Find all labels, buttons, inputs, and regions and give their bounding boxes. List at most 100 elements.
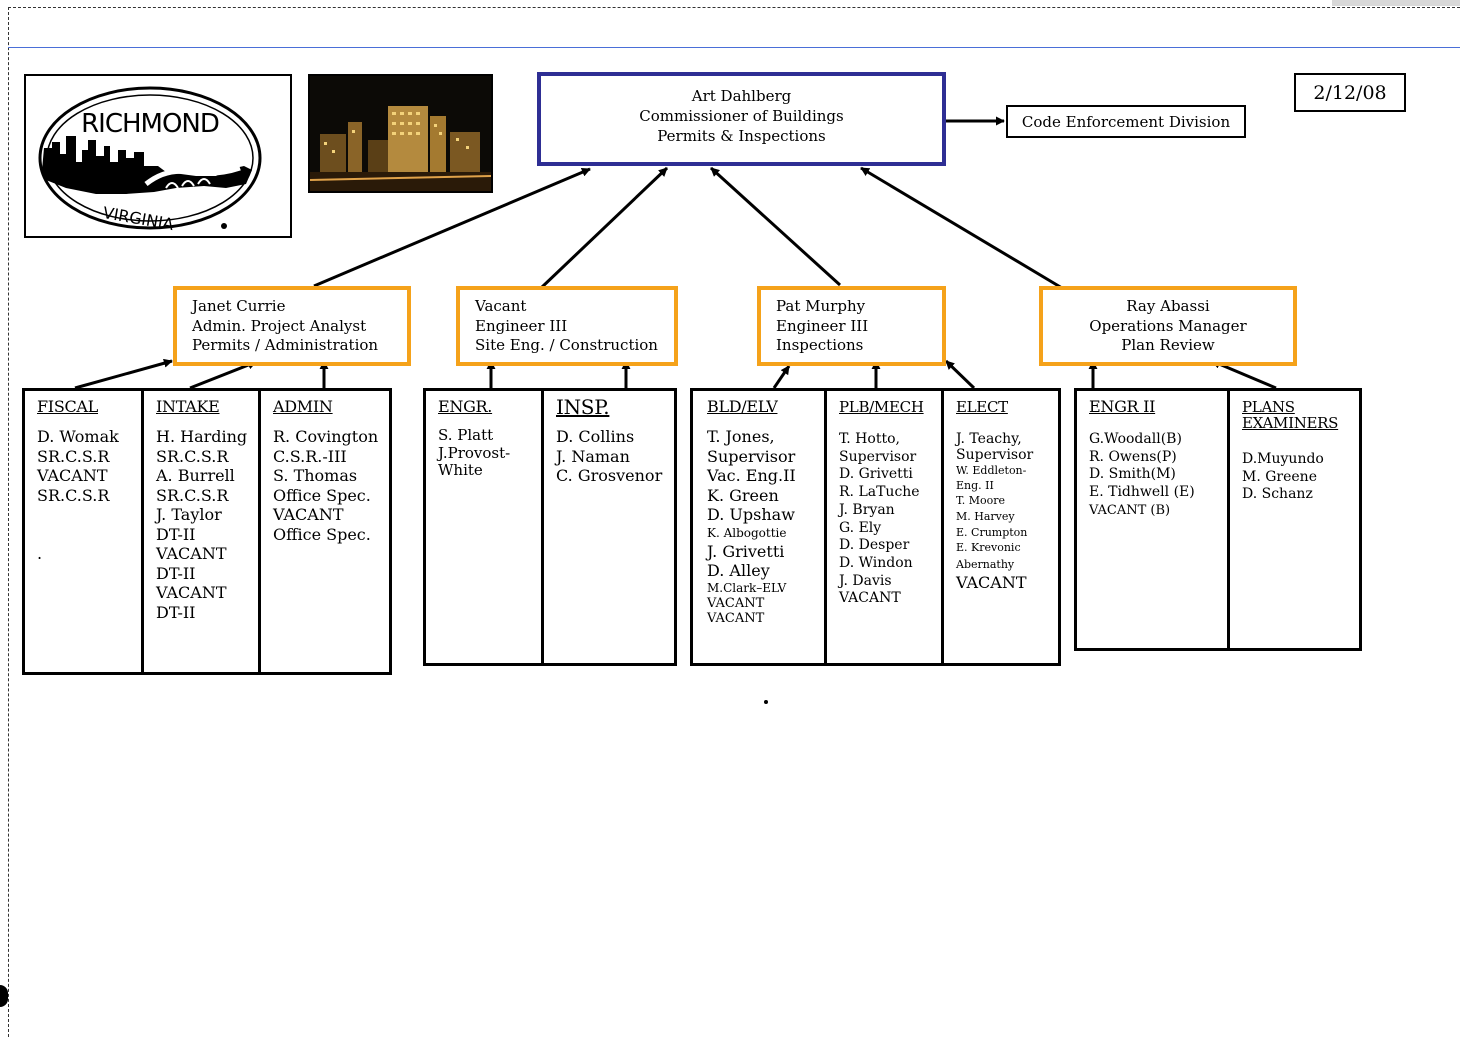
- staff-entry: J.Provost-: [438, 443, 511, 462]
- staff-entry: VACANT: [707, 595, 765, 611]
- chart-date: 2/12/08: [1294, 73, 1406, 112]
- staff-entry: [37, 505, 141, 525]
- unit-heading: INSP.: [556, 395, 610, 419]
- staff-entry: VACANT: [37, 466, 108, 485]
- staff-entry: .: [37, 544, 43, 563]
- staff-entry: T. Jones,: [707, 427, 775, 446]
- manager-name: Janet Currie: [192, 297, 286, 315]
- manager-unit: Site Eng. / Construction: [475, 336, 658, 354]
- staff-entry: T. Hotto,: [839, 431, 900, 447]
- staff-entry: C. Grosvenor: [556, 466, 663, 485]
- staff-entry: Office Spec.: [273, 524, 371, 544]
- staff-entry: DT-II: [156, 563, 196, 583]
- staff-entry: D. Womak: [37, 427, 119, 446]
- staff-entry: J. Bryan: [839, 501, 895, 518]
- unit-heading: FISCAL: [37, 397, 99, 416]
- header-rule: [8, 47, 1460, 48]
- staff-entry: J. Naman: [556, 446, 630, 466]
- staff-entry: K. Green: [707, 485, 779, 505]
- staff-entry: SR.C.S.R: [37, 485, 110, 505]
- staff-entry: J. Taylor: [156, 505, 222, 524]
- manager-name: Vacant: [475, 297, 527, 315]
- richmond-logo-graphic: RICHMOND VIRGINIA: [38, 86, 262, 234]
- staff-entry: D. Smith(M): [1089, 466, 1176, 483]
- staff-entry: J. Davis: [839, 572, 892, 589]
- staff-entry: VACANT: [839, 590, 901, 607]
- staff-entry: D. Desper: [839, 537, 910, 554]
- staff-entry: DT-II: [156, 524, 196, 544]
- staff-entry: E. Krevonic: [956, 541, 1021, 554]
- unit-admin: ADMIN R. Covington C.S.R.-III S. Thomas …: [261, 391, 389, 672]
- logo-city-text: RICHMOND: [81, 109, 219, 139]
- staff-entry: SR.C.S.R: [37, 446, 110, 466]
- staff-entry: White: [438, 461, 483, 480]
- staff-entry: D.Muyundo: [1242, 451, 1324, 467]
- staff-entry: Office Spec.: [273, 485, 371, 505]
- staff-entry: E. Tidhwell (E): [1089, 484, 1195, 501]
- staff-entry: M. Harvey: [956, 510, 1015, 523]
- manager-title: Engineer III: [776, 316, 869, 335]
- staff-entry: VACANT: [956, 573, 1027, 592]
- staff-entry: VACANT: [707, 610, 765, 626]
- staff-entry: J. Grivetti: [707, 541, 785, 561]
- staff-entry: DT-II: [156, 602, 196, 622]
- unit-heading-line: PLANS: [1242, 398, 1295, 416]
- connector-murphy: [709, 166, 842, 287]
- staff-entry: SR.C.S.R: [156, 446, 229, 466]
- staff-entry: W. Eddleton-: [956, 464, 1027, 477]
- staff-entry: M.Clark–ELV: [707, 580, 787, 595]
- staff-entry: Supervisor: [707, 446, 796, 466]
- code-enforcement-box: Code Enforcement Division: [1006, 105, 1246, 138]
- manager-box-murphy: Pat Murphy Engineer III Inspections: [757, 286, 946, 366]
- unit-bld-elv: BLD/ELV T. Jones, Supervisor Vac. Eng.II…: [693, 391, 827, 663]
- unit-elect: ELECT J. Teachy, Supervisor W. Eddleton-…: [944, 391, 1058, 663]
- staff-entry: VACANT (B): [1089, 502, 1171, 518]
- unit-engr-ii: ENGR II G.Woodall(B) R. Owens(P) D. Smit…: [1077, 391, 1230, 648]
- staff-entry: D. Upshaw: [707, 505, 795, 524]
- unit-heading: ENGR.: [438, 397, 493, 416]
- staff-entry: S. Platt: [438, 426, 494, 444]
- staff-entry: Vac. Eng.II: [707, 466, 796, 485]
- staff-entry: E. Crumpton: [956, 526, 1028, 539]
- unit-heading: INTAKE: [156, 397, 220, 416]
- staff-entry: S. Thomas: [273, 466, 358, 485]
- staff-entry: Eng. II: [956, 479, 994, 492]
- staff-entry: VACANT: [273, 505, 344, 524]
- staff-entry: D. Schanz: [1242, 486, 1313, 503]
- stray-dot: [764, 700, 768, 704]
- manager-box-currie: Janet Currie Admin. Project Analyst Perm…: [173, 286, 411, 366]
- manager-box-site-eng: Vacant Engineer III Site Eng. / Construc…: [456, 286, 678, 366]
- commissioner-name: Art Dahlberg: [691, 87, 792, 105]
- unit-intake: INTAKE H. Harding SR.C.S.R A. Burrell SR…: [144, 391, 261, 672]
- manager-name: Pat Murphy: [776, 297, 866, 315]
- staff-entry: K. Albogottie: [707, 525, 787, 540]
- unit-heading: BLD/ELV: [707, 397, 778, 416]
- unit-heading: ENGR II: [1089, 397, 1156, 416]
- staff-entry: VACANT: [156, 583, 227, 602]
- staff-entry: R. Owens(P): [1089, 448, 1177, 465]
- manager-name: Ray Abassi: [1126, 297, 1210, 315]
- connector-fiscal: [74, 358, 173, 390]
- unit-heading: ELECT: [956, 398, 1008, 416]
- unit-heading: PLANS EXAMINERS: [1242, 397, 1359, 451]
- unit-fiscal: FISCAL D. Womak SR.C.S.R VACANT SR.C.S.R…: [25, 391, 144, 672]
- commissioner-dept: Permits & Inspections: [657, 127, 826, 145]
- staff-entry: Supervisor: [956, 447, 1034, 463]
- manager-unit: Plan Review: [1121, 336, 1215, 354]
- connector-vacant: [539, 166, 669, 290]
- staff-entry: J. Teachy,: [956, 431, 1022, 447]
- manager-unit: Inspections: [776, 336, 864, 354]
- staff-entry: A. Burrell: [156, 466, 235, 485]
- staff-entry: H. Harding: [156, 427, 248, 446]
- manager-box-abassi: Ray Abassi Operations Manager Plan Revie…: [1039, 286, 1297, 366]
- staff-entry: M. Greene: [1242, 468, 1317, 485]
- staff-entry: G. Ely: [839, 519, 882, 536]
- page-corner-tab: [1332, 0, 1460, 6]
- unit-plans-examiners: PLANS EXAMINERS D.Muyundo M. Greene D. S…: [1230, 391, 1359, 648]
- richmond-logo: RICHMOND VIRGINIA: [24, 74, 292, 238]
- unit-heading: PLB/MECH: [839, 398, 924, 416]
- staff-entry: SR.C.S.R: [156, 485, 229, 505]
- night-skyline-photo: [308, 74, 493, 193]
- edge-mark: [0, 985, 8, 1007]
- unit-insp: INSP. D. Collins J. Naman C. Grosvenor: [544, 391, 674, 663]
